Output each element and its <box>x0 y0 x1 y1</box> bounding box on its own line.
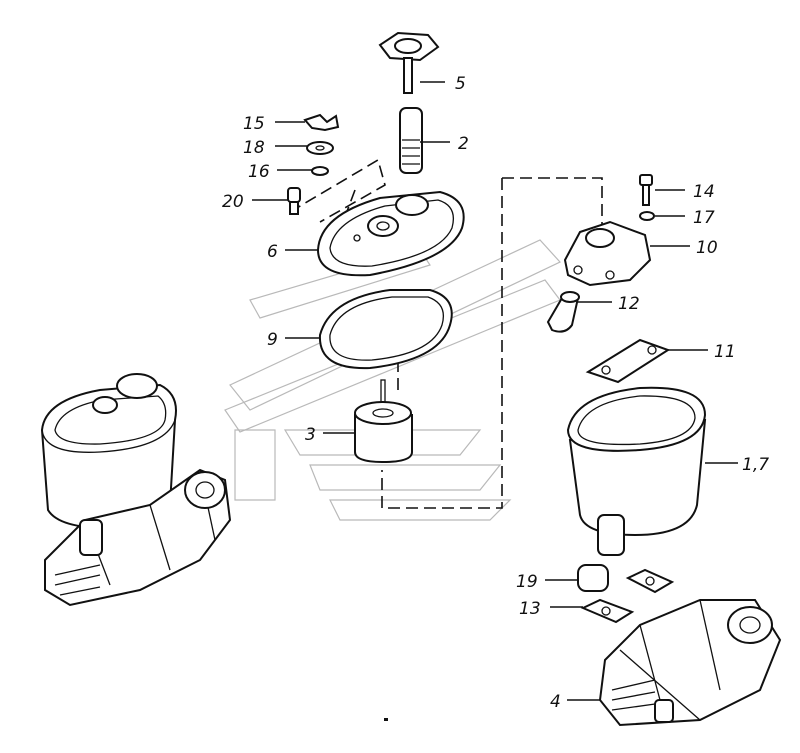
washer-part <box>306 141 334 155</box>
callout-14: 14 <box>693 182 715 202</box>
filter-element-part <box>354 379 413 464</box>
callout-17: 17 <box>693 208 715 228</box>
callout-labels: 5 15 2 18 16 20 6 14 17 10 12 9 11 3 1,7… <box>222 74 769 712</box>
flange-gasket-part <box>585 338 671 384</box>
dipstick-cap-part <box>378 31 440 94</box>
breather-plug-part <box>287 187 301 215</box>
valve-body-part <box>563 220 652 287</box>
assembled-pump-reservoir-unit <box>40 373 232 607</box>
gasket-part <box>318 289 453 370</box>
strainer-part <box>399 107 423 174</box>
callout-18: 18 <box>243 138 265 158</box>
callout-6: 6 <box>267 242 278 262</box>
callout-10: 10 <box>696 238 718 258</box>
callout-9: 9 <box>267 330 278 350</box>
callout-3: 3 <box>305 425 316 445</box>
small-gasket-upper-part <box>625 568 675 594</box>
scan-speck <box>384 718 388 721</box>
callout-19: 19 <box>516 572 538 592</box>
callout-16: 16 <box>248 162 270 182</box>
callout-5: 5 <box>455 74 466 94</box>
seal-ring-part <box>311 166 329 176</box>
wing-nut-part <box>303 113 340 132</box>
callout-13: 13 <box>519 599 541 619</box>
hose-nipple-part <box>546 291 580 333</box>
reservoir-cover-part <box>316 190 465 277</box>
callout-1-7: 1,7 <box>742 455 769 475</box>
reservoir-body-part <box>566 386 707 556</box>
callout-11: 11 <box>714 342 736 362</box>
callout-12: 12 <box>618 294 640 314</box>
callout-20: 20 <box>222 192 244 212</box>
callout-4: 4 <box>550 692 561 712</box>
lock-washer-part <box>639 211 655 221</box>
plug-cap-part <box>577 564 609 592</box>
leader-lines <box>252 81 738 701</box>
callout-15: 15 <box>243 114 265 134</box>
small-gasket-part <box>580 598 635 624</box>
watermark-logo <box>224 239 561 521</box>
callout-2: 2 <box>458 134 469 154</box>
pump-part <box>598 599 782 727</box>
bolt-part <box>639 174 653 206</box>
